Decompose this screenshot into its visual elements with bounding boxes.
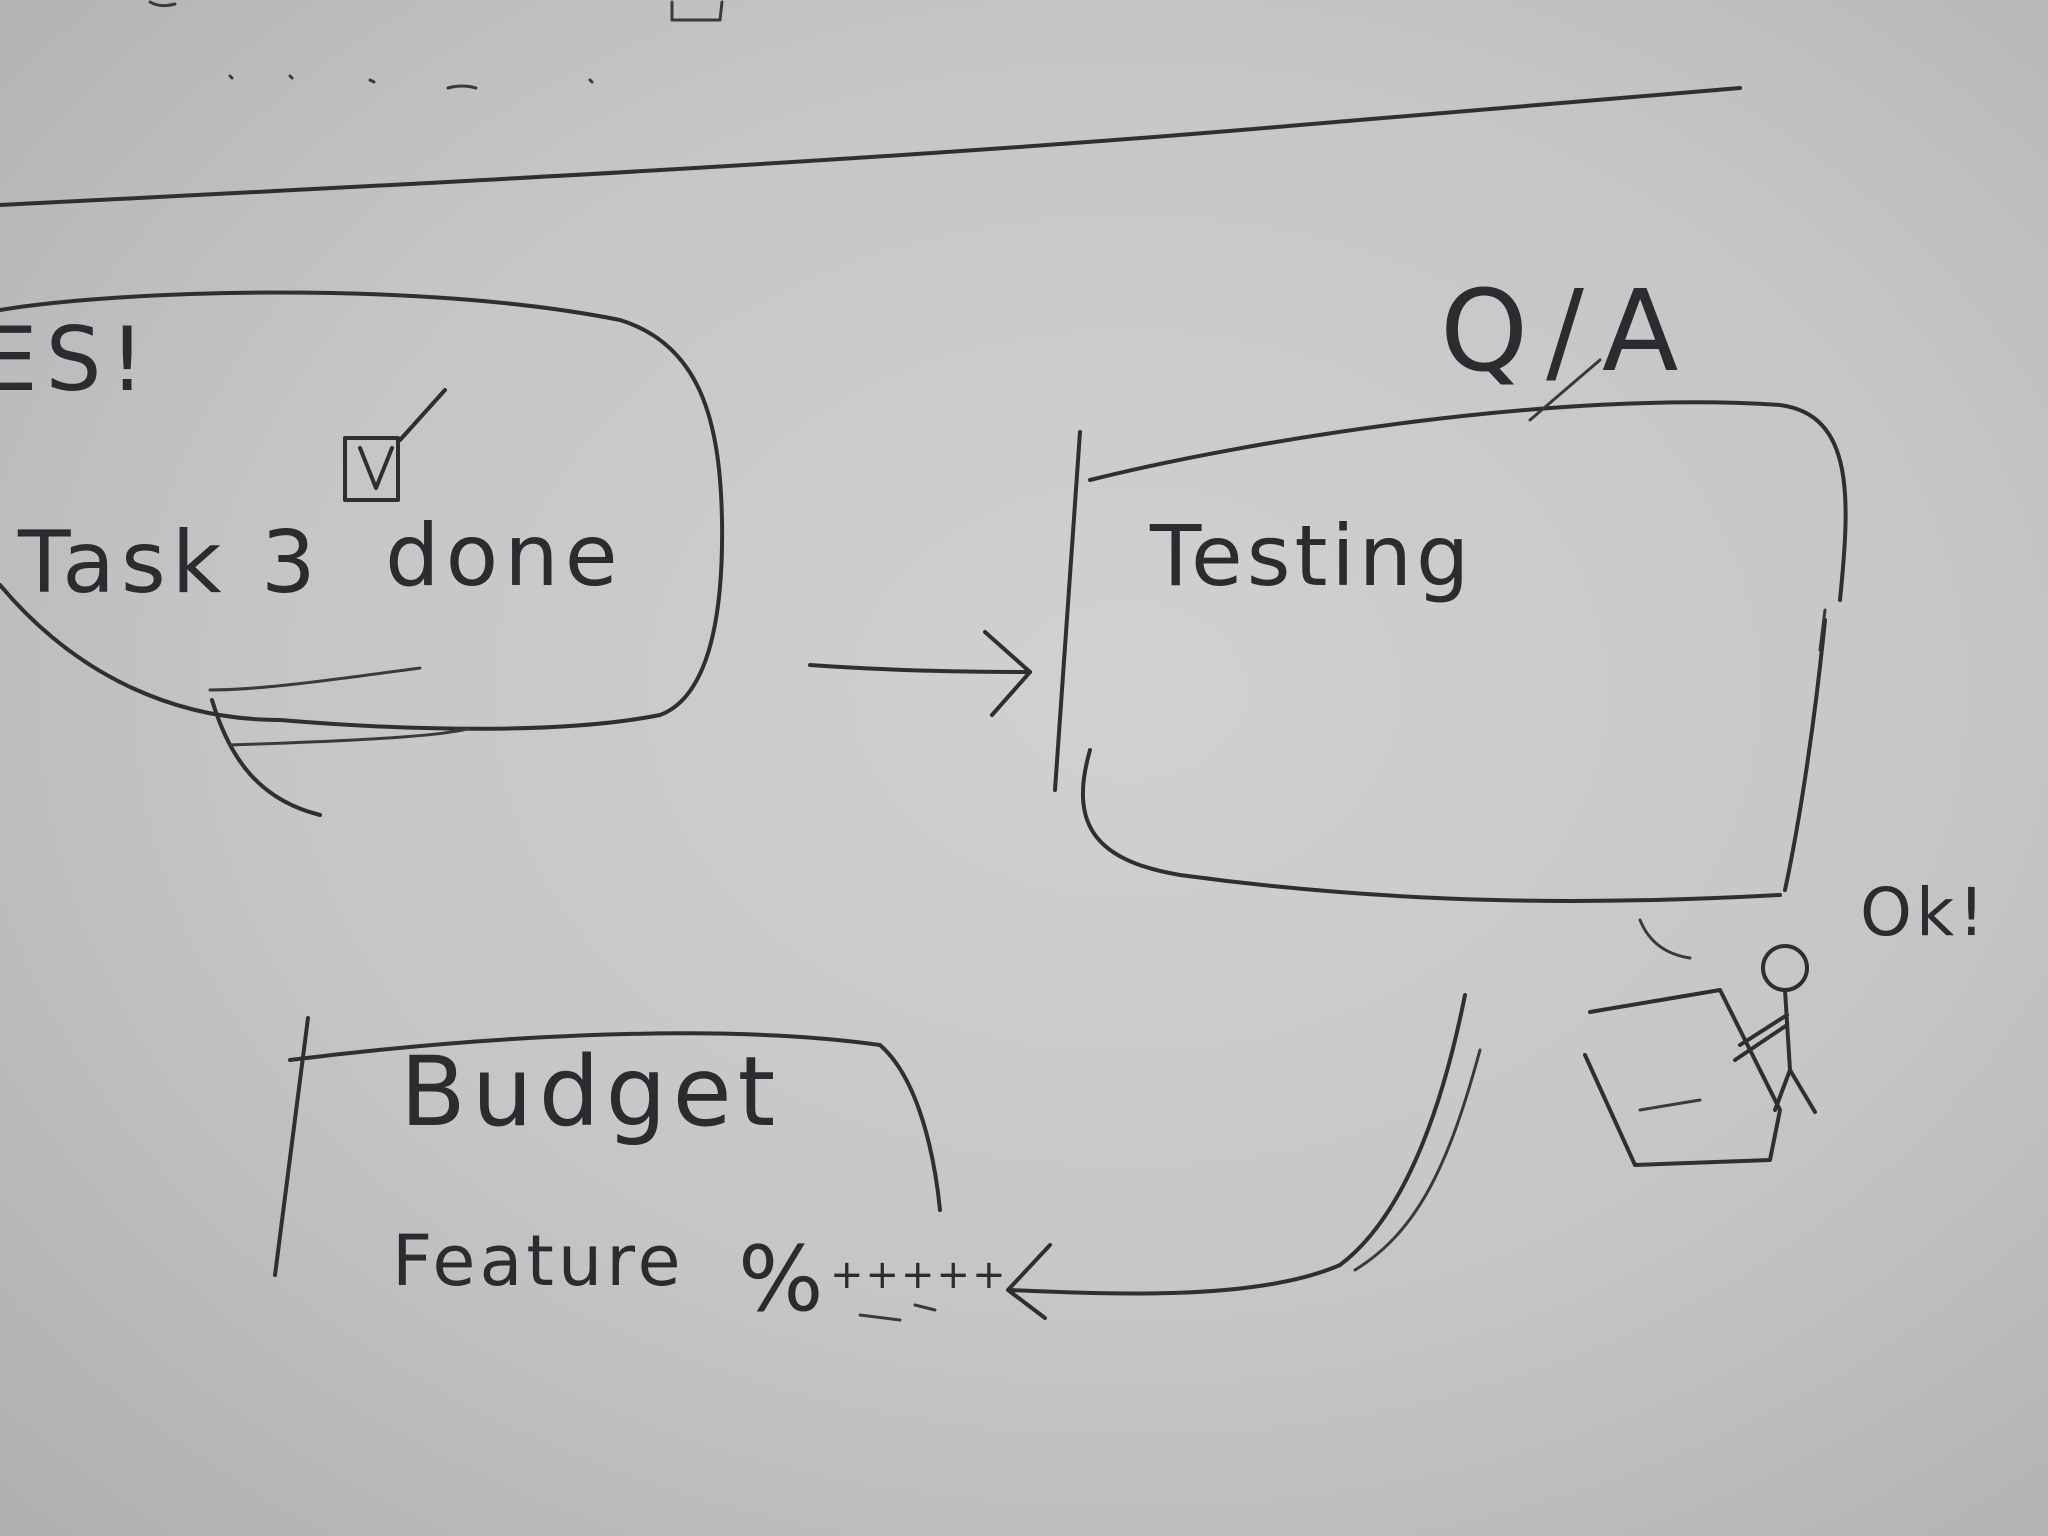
arrow-right: [808, 630, 1032, 717]
arrow-curve: [1006, 993, 1482, 1320]
top-scribbles: [148, 0, 724, 90]
yes-exclaim-text: ES!: [0, 308, 153, 411]
speech-bubble-left: [0, 290, 725, 817]
ok-exclaim-text: Ok!: [1860, 874, 1989, 951]
task-label: Task 3: [17, 513, 322, 613]
feature-label: Feature: [392, 1220, 685, 1302]
budget-box: [273, 1016, 942, 1322]
testing-label: Testing: [1149, 507, 1473, 605]
divider-line: [0, 86, 1742, 207]
percent-sign: %: [738, 1227, 824, 1332]
stick-figure-icon: [1583, 944, 1817, 1167]
qa-heading: Q/A: [1440, 267, 1697, 397]
done-label: done: [385, 506, 624, 606]
plus-signs: +++++: [830, 1252, 1008, 1298]
budget-heading: Budget: [400, 1036, 781, 1148]
checkbox-icon: [343, 388, 447, 502]
qa-testing-box: [1053, 358, 1848, 960]
